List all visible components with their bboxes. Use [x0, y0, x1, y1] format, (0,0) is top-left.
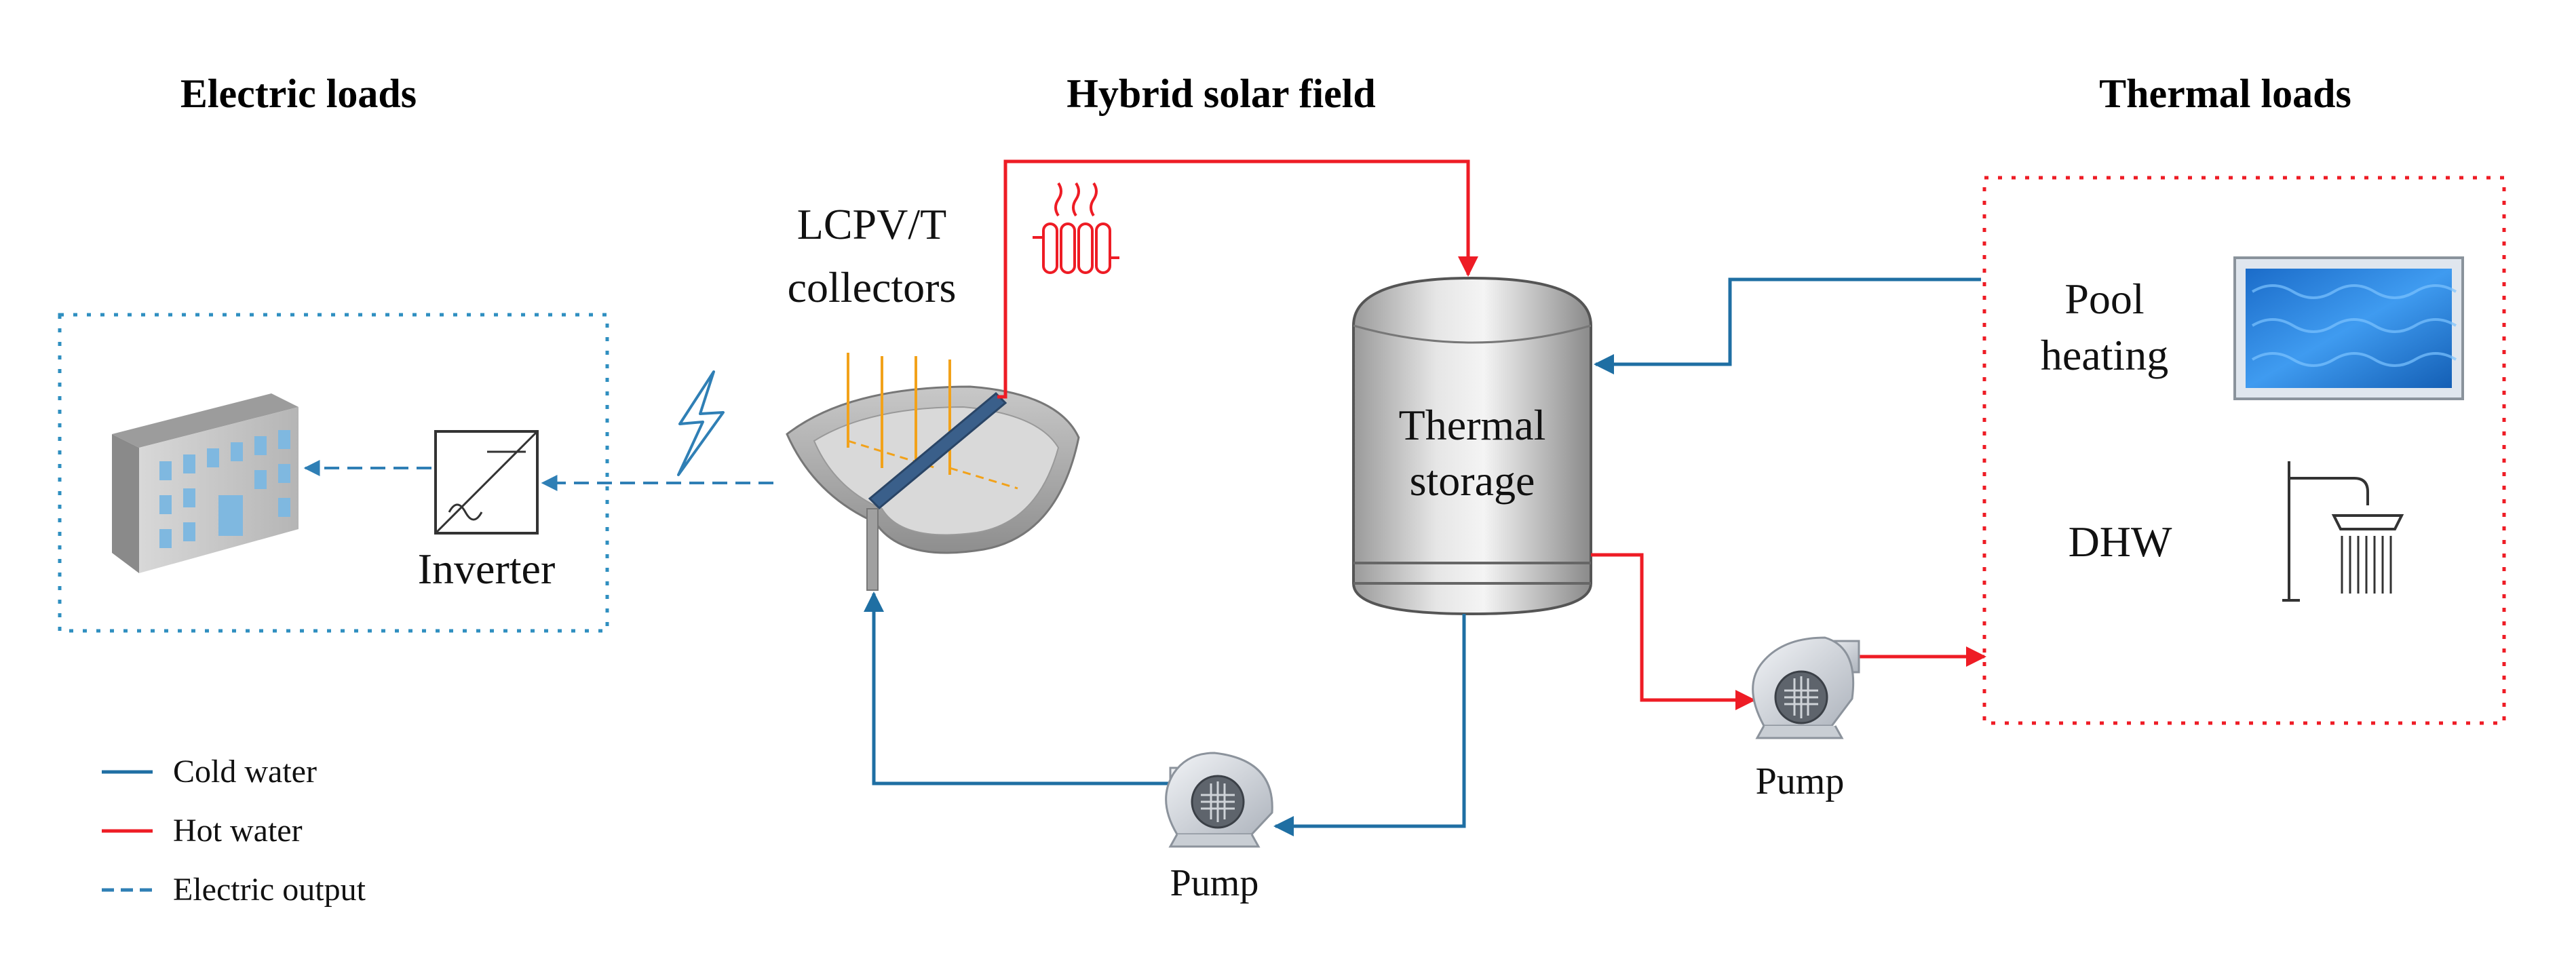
legend-label-electric: Electric output [173, 872, 366, 908]
storage-label-line2: storage [1410, 457, 1535, 505]
thermal-storage-tank [1352, 276, 1592, 616]
thermal-loads-box [1982, 176, 2506, 725]
collector-label-line1: LCPV/T [797, 200, 946, 248]
collector-label-line2: collectors [788, 263, 957, 311]
pump-label-right: Pump [1756, 760, 1845, 802]
heat-radiator-icon [1033, 182, 1119, 274]
dhw-label: DHW [2069, 518, 2172, 566]
building-icon [112, 393, 299, 573]
heading-electric-loads: Electric loads [180, 71, 417, 116]
lcpvt-collector-icon [786, 353, 1080, 591]
swimming-pool-icon [2233, 256, 2464, 400]
heading-hybrid-solar-field: Hybrid solar field [1066, 71, 1376, 116]
legend-label-cold: Cold water [173, 754, 317, 790]
legend: Cold water Hot water Electric output [102, 754, 366, 908]
cold-pipe-loads-to-storage [1594, 277, 1981, 374]
pump-icon-bottom [1165, 752, 1273, 848]
shower-icon [2282, 461, 2404, 602]
pump-icon-right [1752, 636, 1860, 739]
hot-pipe-collector-to-storage [997, 159, 1478, 399]
hot-pipe-storage-to-pump [1591, 553, 1756, 710]
electric-loads-box [58, 313, 609, 633]
inverter-icon [434, 430, 539, 535]
cold-pipe-storage-to-pump [1273, 614, 1466, 836]
legend-label-hot: Hot water [173, 813, 303, 849]
heading-thermal-loads: Thermal loads [2099, 71, 2351, 116]
cold-pipe-pump-to-collector [864, 591, 1170, 785]
pump-label-bottom: Pump [1170, 862, 1259, 904]
inverter-label: Inverter [418, 545, 556, 593]
pool-label-line2: heating [2041, 331, 2168, 379]
pool-label-line1: Pool [2064, 275, 2144, 323]
lightning-icon [677, 370, 725, 476]
storage-label-line1: Thermal [1399, 401, 1546, 449]
